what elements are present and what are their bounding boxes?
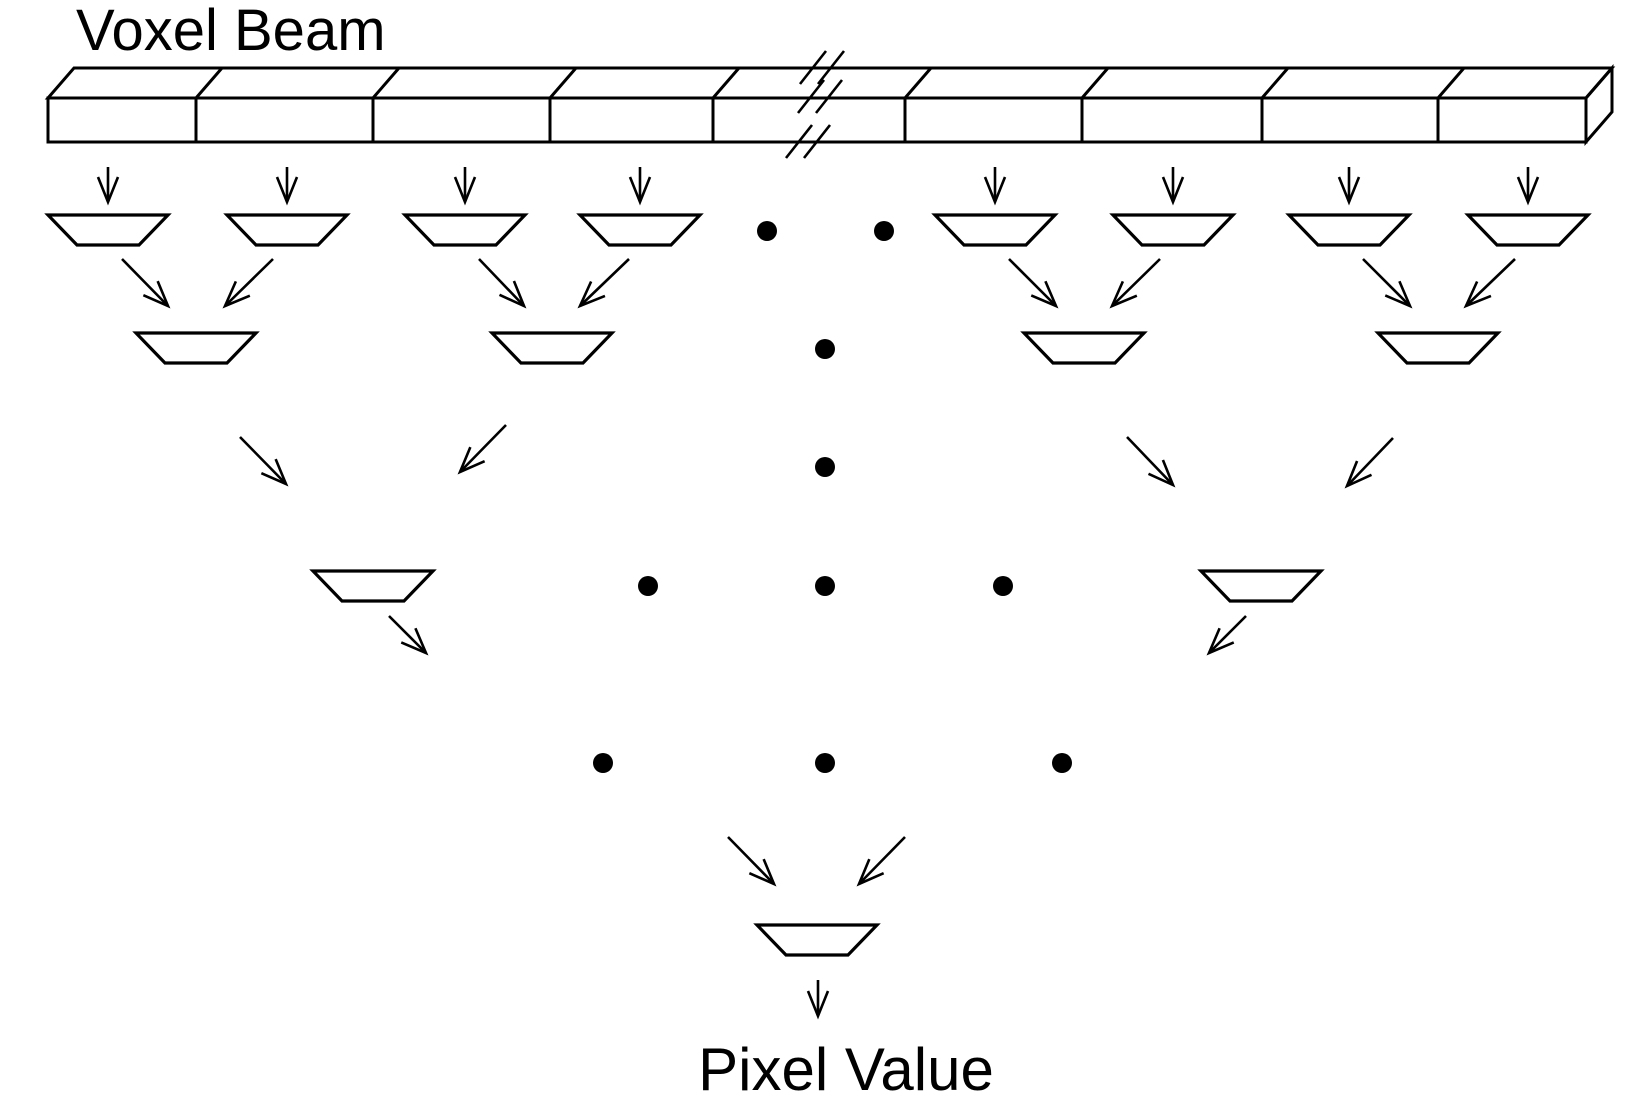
flow-arrow xyxy=(577,258,630,309)
adder-tree xyxy=(44,213,1592,957)
beam-break-mark xyxy=(796,79,826,114)
beam-segment-divider-top xyxy=(371,67,401,99)
beam-break-mark xyxy=(784,124,814,159)
flow-arrow xyxy=(1126,436,1176,488)
level-1-adder xyxy=(1109,213,1237,247)
beam-segment-divider-top xyxy=(1436,67,1466,99)
level-1-adder xyxy=(223,213,351,247)
ellipsis-dot xyxy=(815,339,835,359)
flow-arrow xyxy=(1362,258,1413,309)
ellipsis-dot xyxy=(1052,753,1072,773)
ellipsis-dot xyxy=(757,221,777,241)
beam-segment-divider-top xyxy=(711,67,741,99)
beam-break-mark xyxy=(814,79,844,114)
ellipsis-dot xyxy=(874,221,894,241)
flow-arrow xyxy=(121,258,171,309)
flow-arrow xyxy=(1206,615,1247,656)
level-3-adder xyxy=(309,569,437,603)
flow-arrow xyxy=(457,424,507,475)
final-adder xyxy=(753,923,881,957)
level-1-adder xyxy=(401,213,529,247)
beam-segment-divider-top xyxy=(1080,67,1110,99)
ellipsis-dot xyxy=(815,576,835,596)
level-1-adder xyxy=(576,213,704,247)
beam-front-face xyxy=(46,96,1588,144)
flow-arrow xyxy=(222,258,274,309)
level-2-adder xyxy=(1374,331,1502,365)
flow-arrow xyxy=(1344,437,1394,489)
beam-break-mark xyxy=(816,50,846,85)
level-2-adder xyxy=(488,331,616,365)
beam-segment-divider-top xyxy=(903,67,933,99)
level-2-adder xyxy=(1020,331,1148,365)
ellipsis-dot xyxy=(638,576,658,596)
flow-arrow xyxy=(1008,258,1059,309)
beam-segment-divider-top xyxy=(548,67,578,99)
voxel-beam xyxy=(44,50,1616,159)
beam-end-face xyxy=(1584,63,1614,147)
flow-arrow xyxy=(478,258,527,309)
ellipsis-dot xyxy=(815,457,835,477)
ellipsis-dot xyxy=(593,753,613,773)
level-3-adder xyxy=(1197,569,1325,603)
flow-arrow xyxy=(856,836,906,887)
ellipsis-dot xyxy=(815,753,835,773)
beam-break-mark xyxy=(798,50,828,85)
level-1-adder xyxy=(931,213,1059,247)
flow-arrow xyxy=(727,836,777,887)
beam-segment-divider-top xyxy=(1260,67,1290,99)
beam-segment-divider-top xyxy=(194,67,224,99)
level-1-adder xyxy=(44,213,172,247)
flow-arrow xyxy=(1109,258,1161,309)
flow-arrow xyxy=(239,436,289,487)
level-1-adder xyxy=(1464,213,1592,247)
level-1-adder xyxy=(1285,213,1413,247)
flow-arrow xyxy=(388,615,429,656)
beam-break-mark xyxy=(802,124,832,159)
output-label: Pixel Value xyxy=(698,1036,994,1103)
level-2-adder xyxy=(132,331,260,365)
flow-arrow xyxy=(1463,258,1516,309)
beam-title: Voxel Beam xyxy=(76,0,386,63)
ellipsis-dots xyxy=(593,221,1072,773)
ellipsis-dot xyxy=(993,576,1013,596)
flow-arrows xyxy=(96,167,1540,1020)
